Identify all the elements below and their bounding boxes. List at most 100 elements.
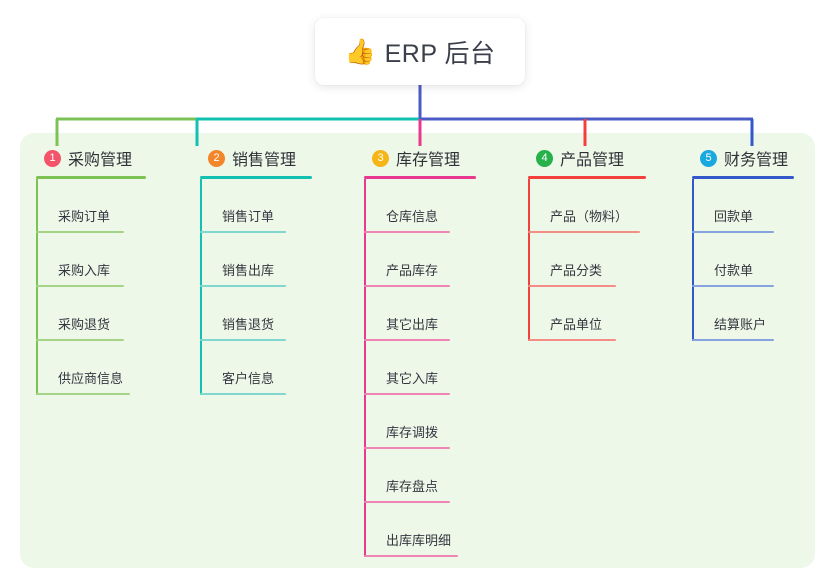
- branch-child[interactable]: 销售退货: [200, 287, 312, 341]
- branch-child-underline: [528, 231, 640, 233]
- branch-child-label: 仓库信息: [386, 209, 439, 224]
- branch-title-2: 销售管理: [232, 152, 297, 169]
- branch-underline-4: [528, 176, 646, 179]
- root-title: ERP 后台: [384, 39, 496, 68]
- branch-child[interactable]: 回款单: [692, 179, 794, 233]
- branch-spine-3: [364, 179, 366, 557]
- branch-child-underline: [528, 285, 616, 287]
- branch-child-label: 产品（物料）: [550, 209, 629, 224]
- branch-column-2: 2 销售管理销售订单销售出库销售退货客户信息: [200, 145, 312, 395]
- root-node[interactable]: 👍 ERP 后台: [315, 18, 525, 85]
- branch-children-3: 仓库信息产品库存其它出库其它入库库存调拨库存盘点出库库明细: [364, 179, 476, 557]
- branch-child[interactable]: 其它出库: [364, 287, 476, 341]
- branch-child-underline: [36, 339, 124, 341]
- branch-child-underline: [692, 339, 774, 341]
- branch-child[interactable]: 付款单: [692, 233, 794, 287]
- branch-child[interactable]: 客户信息: [200, 341, 312, 395]
- branch-header-4[interactable]: 4 产品管理: [528, 145, 646, 171]
- branch-column-1: 1 采购管理采购订单采购入库采购退货供应商信息: [36, 145, 146, 395]
- branches-panel: [20, 133, 815, 568]
- branch-child[interactable]: 产品单位: [528, 287, 646, 341]
- branch-child[interactable]: 销售订单: [200, 179, 312, 233]
- branch-child[interactable]: 采购退货: [36, 287, 146, 341]
- branch-child-label: 采购入库: [58, 263, 111, 278]
- branch-header-2[interactable]: 2 销售管理: [200, 145, 312, 171]
- branch-child-label: 销售退货: [222, 317, 275, 332]
- branch-child-label: 采购订单: [58, 209, 111, 224]
- branch-child-label: 销售订单: [222, 209, 275, 224]
- branch-child-label: 销售出库: [222, 263, 275, 278]
- branch-child-label: 付款单: [714, 263, 754, 278]
- branch-child-underline: [364, 285, 450, 287]
- branch-column-4: 4 产品管理产品（物料） 产品分类产品单位: [528, 145, 646, 341]
- branch-spine-2: [200, 179, 202, 395]
- branch-spine-4: [528, 179, 530, 341]
- branch-child-label: 产品单位: [550, 317, 603, 332]
- branch-children-4: 产品（物料） 产品分类产品单位: [528, 179, 646, 341]
- root-node-content: 👍 ERP 后台: [344, 34, 495, 70]
- branch-child-underline: [692, 231, 774, 233]
- branch-child-underline: [364, 231, 450, 233]
- branch-child-underline: [528, 339, 616, 341]
- branch-child[interactable]: 产品（物料）: [528, 179, 646, 233]
- branch-child-label: 结算账户: [714, 317, 767, 332]
- branch-children-1: 采购订单采购入库采购退货供应商信息: [36, 179, 146, 395]
- branch-child[interactable]: 供应商信息: [36, 341, 146, 395]
- branch-child[interactable]: 销售出库: [200, 233, 312, 287]
- branch-child-underline: [364, 447, 450, 449]
- branch-child-label: 回款单: [714, 209, 754, 224]
- branch-column-3: 3 库存管理仓库信息产品库存其它出库其它入库库存调拨库存盘点出库库明细: [364, 145, 476, 557]
- branch-child-label: 其它入库: [386, 371, 439, 386]
- branch-child-underline: [200, 285, 286, 287]
- branch-child[interactable]: 其它入库: [364, 341, 476, 395]
- branch-child-underline: [364, 555, 458, 557]
- branch-header-3[interactable]: 3 库存管理: [364, 145, 476, 171]
- branch-header-5[interactable]: 5 财务管理: [692, 145, 794, 171]
- branch-title-1: 采购管理: [68, 152, 133, 169]
- branch-title-4: 产品管理: [560, 152, 625, 169]
- branch-child[interactable]: 库存调拨: [364, 395, 476, 449]
- branch-child-underline: [692, 285, 774, 287]
- branch-child[interactable]: 产品分类: [528, 233, 646, 287]
- thumbs-up-icon: 👍: [344, 37, 376, 66]
- branch-child[interactable]: 产品库存: [364, 233, 476, 287]
- branch-underline-2: [200, 176, 312, 179]
- branch-child-underline: [364, 501, 450, 503]
- branch-child[interactable]: 库存盘点: [364, 449, 476, 503]
- branch-child[interactable]: 结算账户: [692, 287, 794, 341]
- branch-child-label: 库存盘点: [386, 479, 439, 494]
- branch-child-label: 其它出库: [386, 317, 439, 332]
- branch-underline-1: [36, 176, 146, 179]
- branch-header-1[interactable]: 1 采购管理: [36, 145, 146, 171]
- branch-child-underline: [364, 339, 450, 341]
- branch-spine-1: [36, 179, 38, 395]
- branch-children-2: 销售订单销售出库销售退货客户信息: [200, 179, 312, 395]
- branch-badge-4: 4: [536, 149, 553, 167]
- branch-child[interactable]: 采购入库: [36, 233, 146, 287]
- branch-child-underline: [36, 285, 124, 287]
- branch-child-label: 客户信息: [222, 371, 275, 386]
- branch-child[interactable]: 出库库明细: [364, 503, 476, 557]
- branch-title-3: 库存管理: [396, 152, 461, 169]
- branch-badge-5: 5: [700, 149, 717, 167]
- branch-child-label: 采购退货: [58, 317, 111, 332]
- branch-child-underline: [200, 231, 286, 233]
- branch-child-label: 产品分类: [550, 263, 603, 278]
- branch-children-5: 回款单付款单结算账户: [692, 179, 794, 341]
- branch-column-5: 5 财务管理回款单付款单结算账户: [692, 145, 794, 341]
- branch-child[interactable]: 采购订单: [36, 179, 146, 233]
- branch-underline-3: [364, 176, 476, 179]
- branch-child[interactable]: 仓库信息: [364, 179, 476, 233]
- branch-badge-2: 2: [208, 149, 225, 167]
- branch-child-label: 出库库明细: [386, 533, 452, 548]
- branch-badge-1: 1: [44, 149, 61, 167]
- branch-child-label: 供应商信息: [58, 371, 124, 386]
- branch-underline-5: [692, 176, 794, 179]
- branch-child-label: 产品库存: [386, 263, 439, 278]
- branch-child-underline: [36, 231, 124, 233]
- branch-title-5: 财务管理: [724, 152, 789, 169]
- branch-child-label: 库存调拨: [386, 425, 439, 440]
- branch-child-underline: [364, 393, 450, 395]
- branch-badge-3: 3: [372, 149, 389, 167]
